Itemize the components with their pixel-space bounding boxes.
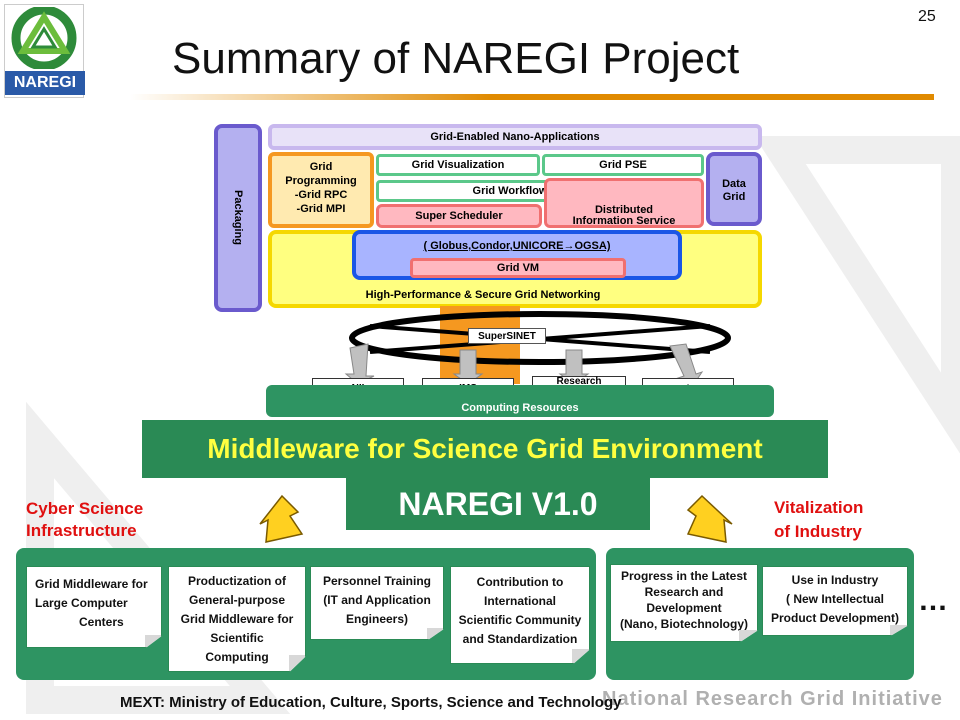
left-heading-line-1: Cyber Science xyxy=(26,499,144,518)
grid-programming-line-3: -Grid RPC xyxy=(294,189,348,201)
left-down-arrow-icon xyxy=(259,494,304,543)
left-heading-line-2: Infrastructure xyxy=(26,521,137,540)
note4-line-4: and Standardization xyxy=(462,632,578,646)
note1-line-1: Grid Middleware for xyxy=(35,577,148,591)
note4-line-2: International xyxy=(483,594,556,608)
left-heading: Cyber Science Infrastructure xyxy=(26,498,143,542)
distributed-info-line-2: Information Service xyxy=(572,215,676,227)
note3-line-2: (IT and Application xyxy=(323,593,431,607)
note5-line-3: Development xyxy=(646,601,722,615)
note2-line-5: Computing xyxy=(205,650,269,664)
note6-line-1: Use in Industry xyxy=(791,573,879,587)
note-contribution-standardization: Contribution to International Scientific… xyxy=(450,566,590,664)
middleware-banner: Middleware for Science Grid Environment xyxy=(142,420,828,478)
super-scheduler-box: Super Scheduler xyxy=(376,204,542,228)
grid-pse-box: Grid PSE xyxy=(542,154,704,176)
grid-programming-line-4: -Grid MPI xyxy=(296,203,346,215)
grid-programming-line-1: Grid xyxy=(309,161,333,173)
note1-line-3: Centers xyxy=(79,615,124,629)
note4-line-3: Scientific Community xyxy=(458,613,582,627)
note3-line-1: Personnel Training xyxy=(322,574,432,588)
globus-label: ( Globus,Condor,UNICORE→OGSA) xyxy=(423,240,611,252)
distributed-info-line-1: Distributed xyxy=(594,204,654,216)
note6-line-3: Product Development) xyxy=(770,611,899,625)
computing-resources-bar: Computing Resources xyxy=(266,385,774,417)
logo-triangle-icon xyxy=(11,7,77,69)
note-grid-middleware-large-centers: Grid Middleware for Large Computer Cente… xyxy=(26,566,162,648)
data-grid-line-2: Grid xyxy=(722,191,746,203)
note2-line-3: Grid Middleware for xyxy=(180,612,294,626)
right-heading-line-2: of Industry xyxy=(774,522,862,541)
note5-line-2: Research and xyxy=(644,585,724,599)
title-underline xyxy=(130,94,934,100)
networking-label: High-Performance & Secure Grid Networkin… xyxy=(365,289,601,301)
note3-line-3: Engineers) xyxy=(345,612,408,626)
footer-text: MEXT: Ministry of Education, Culture, Sp… xyxy=(120,694,622,711)
note4-line-1: Contribution to xyxy=(476,575,564,589)
note1-line-2: Large Computer xyxy=(35,596,128,610)
distributed-info-box: Distributed Information Service xyxy=(544,178,704,228)
note-personnel-training: Personnel Training (IT and Application E… xyxy=(310,566,444,640)
grid-visualization-box: Grid Visualization xyxy=(376,154,540,176)
note2-line-1: Productization of xyxy=(188,574,286,588)
naregi-logo: NAREGI xyxy=(4,4,85,98)
note-use-in-industry: Use in Industry ( New Intellectual Produ… xyxy=(762,566,908,636)
note2-line-4: Scientific xyxy=(210,631,264,645)
data-grid-line-1: Data xyxy=(722,178,746,190)
supersinet-label: SuperSINET xyxy=(468,328,546,344)
nano-apps-box: Grid-Enabled Nano-Applications xyxy=(268,124,762,150)
right-heading: Vitalization of Industry xyxy=(774,496,863,544)
grid-programming-box: Grid Programming -Grid RPC -Grid MPI xyxy=(268,152,374,228)
right-down-arrow-icon xyxy=(686,494,733,543)
page-number: 25 xyxy=(918,8,936,25)
logo-text: NAREGI xyxy=(5,71,85,95)
packaging-label: Packaging xyxy=(232,190,244,246)
version-banner: NAREGI V1.0 xyxy=(346,478,650,530)
packaging-box: Packaging xyxy=(214,124,262,312)
note6-line-2: ( New Intellectual xyxy=(785,592,885,606)
note5-line-4: (Nano, Biotechnology) xyxy=(620,617,748,631)
note-research-progress: Progress in the Latest Research and Deve… xyxy=(610,564,758,642)
computing-resources-label: Computing Resources xyxy=(461,402,579,414)
note2-line-2: General-purpose xyxy=(188,593,286,607)
page-title: Summary of NAREGI Project xyxy=(172,34,740,83)
ellipsis: … xyxy=(918,584,948,617)
note-productization: Productization of General-purpose Grid M… xyxy=(168,566,306,672)
grid-programming-line-2: Programming xyxy=(285,175,357,187)
grid-vm-box: Grid VM xyxy=(410,258,626,278)
right-heading-line-1: Vitalization xyxy=(774,498,864,517)
note5-line-1: Progress in the Latest xyxy=(620,569,748,583)
data-grid-box: Data Grid xyxy=(706,152,762,226)
watermark-text: National Research Grid Initiative xyxy=(602,688,943,710)
